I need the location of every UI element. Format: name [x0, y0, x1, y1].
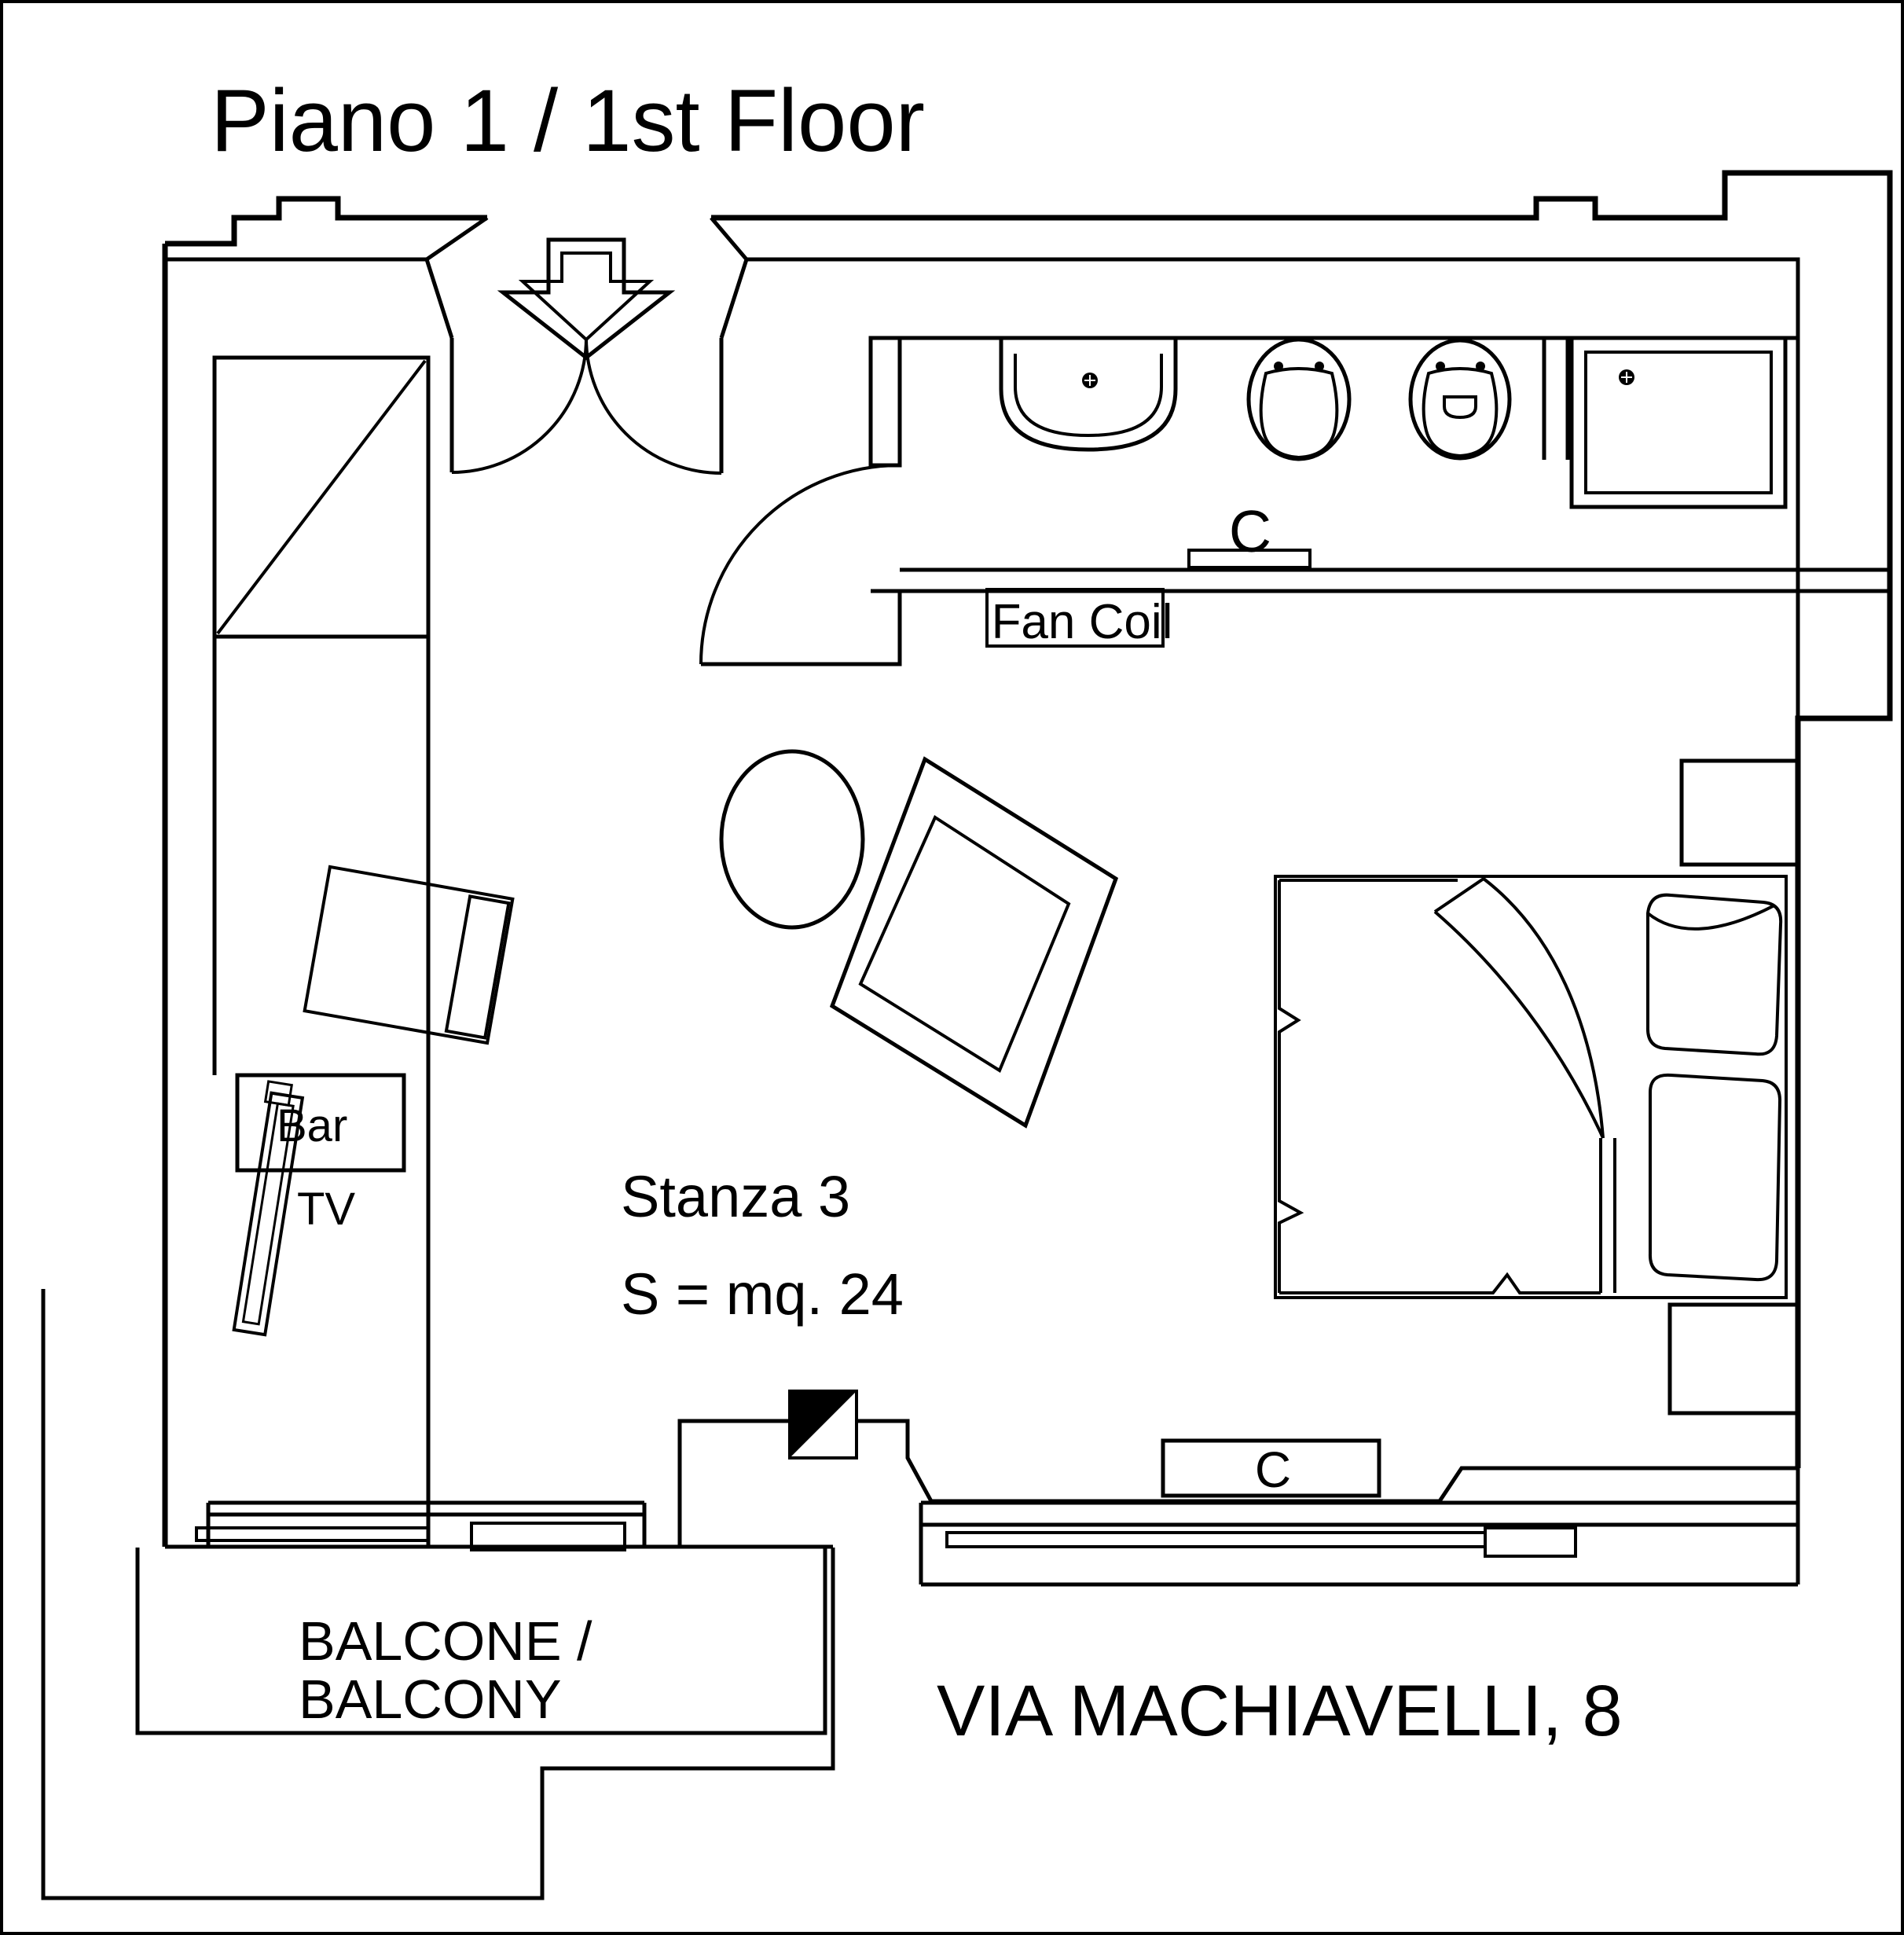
wall-bottom-recess	[677, 1419, 1798, 1547]
shower-icon	[1569, 336, 1788, 509]
nightstand-bottom	[1667, 1302, 1800, 1415]
bed-blanket-edge	[1278, 880, 1601, 1294]
bed-fold-inner	[1433, 910, 1605, 1139]
tv-panel: TV	[232, 1080, 355, 1337]
wall-top-right	[711, 170, 1893, 1468]
bar-cabinet: Bar	[235, 1073, 406, 1173]
bed	[1274, 875, 1788, 1299]
outer-walls	[162, 170, 1893, 1549]
entry-arrow-icon	[497, 237, 676, 361]
balcony: BALCONE / BALCONY	[41, 1289, 835, 1900]
pillow-top	[1645, 893, 1783, 1056]
wardrobe	[212, 355, 431, 1547]
sink-icon	[999, 340, 1178, 452]
wall-top-left	[165, 196, 487, 247]
tv-label: TV	[297, 1184, 355, 1235]
entry-jamb-left	[424, 215, 489, 339]
entry-jamb-right	[710, 216, 749, 339]
bathroom-shelf	[1187, 549, 1312, 569]
balcony-inner-edge	[135, 1548, 827, 1735]
balcony-outer-edge	[41, 1289, 835, 1900]
pillow-top-curl	[1646, 904, 1775, 931]
bathroom-partition	[1542, 338, 1570, 460]
toilet-icon	[1246, 337, 1352, 461]
chair	[829, 756, 1119, 1129]
round-table	[719, 749, 865, 930]
balcony-label-line2: BALCONY	[299, 1669, 562, 1730]
armchair	[303, 865, 515, 1045]
room-cabinet-label: C	[1255, 1441, 1291, 1498]
window-right	[919, 1468, 1800, 1587]
wall-top-right-inner	[747, 257, 1800, 718]
bathroom-door-swing	[699, 464, 901, 665]
pillow-bottom	[1648, 1073, 1782, 1282]
entry-door-swing-right	[585, 337, 722, 475]
entrance	[424, 215, 749, 475]
balcony-label-line1: BALCONE /	[299, 1610, 592, 1672]
room-area: S = mq. 24	[621, 1261, 904, 1327]
north-marker-icon	[788, 1390, 858, 1460]
bed-frame	[1274, 875, 1788, 1299]
bathroom-door-leaf	[701, 591, 902, 666]
fan-coil-label: Fan Coil	[992, 595, 1173, 649]
street-address: VIA MACHIAVELLI, 8	[937, 1671, 1623, 1751]
bed-sheet-edge	[1599, 1138, 1616, 1293]
room-cabinet: C	[1161, 1438, 1381, 1498]
room-name: Stanza 3	[621, 1164, 850, 1229]
fan-coil: Fan Coil	[985, 588, 1173, 649]
nightstand-top	[1679, 758, 1800, 867]
entry-arrow-inner-icon	[518, 252, 655, 342]
page-title: Piano 1 / 1st Floor	[211, 72, 925, 170]
entry-door-swing-left	[451, 337, 588, 474]
bidet-icon	[1408, 338, 1512, 461]
bed-fold-outer	[1433, 876, 1605, 1139]
wardrobe-diagonal	[216, 359, 427, 635]
window-left	[195, 1500, 647, 1551]
bathroom-cabinet-label: C	[1229, 498, 1271, 564]
